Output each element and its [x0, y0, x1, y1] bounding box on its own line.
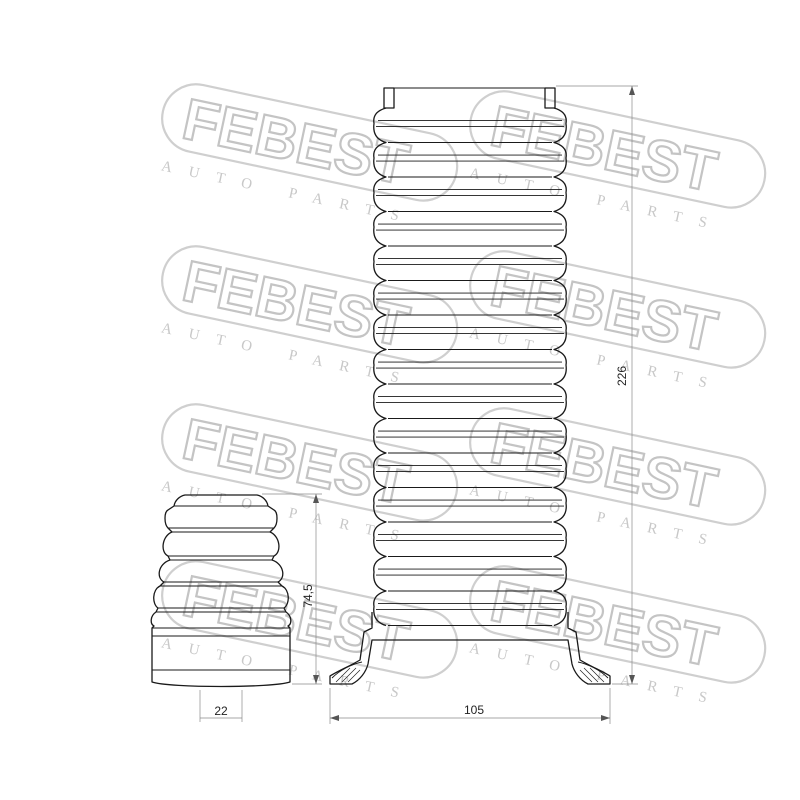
dimension-arrow — [330, 715, 339, 721]
bump-stop-height-label: 74,5 — [301, 584, 315, 608]
dust-boot-outline — [373, 107, 567, 627]
watermark: FEBEST AUTO PARTS — [468, 565, 767, 710]
bump-stop-diameter-label: 22 — [214, 704, 228, 718]
dust-boot-bottom-flange — [329, 612, 611, 685]
flange-seal — [331, 661, 363, 679]
watermark: FEBEST AUTO PARTS — [160, 403, 459, 548]
dimension-arrow — [313, 675, 319, 684]
watermark: FEBEST AUTO PARTS — [160, 245, 459, 390]
dimension-arrow — [629, 675, 635, 684]
watermark: FEBEST AUTO PARTS — [160, 560, 459, 705]
bump-stop-outline — [150, 494, 292, 688]
flange-hatch — [335, 667, 605, 683]
flange-seal — [577, 661, 609, 679]
bump-stop-drawing: 74,5 22 — [150, 493, 322, 722]
watermark-layer: FEBEST AUTO PARTS FEBEST AUTO PARTS FEBE… — [160, 83, 767, 710]
dust-boot-width-label: 105 — [464, 703, 484, 717]
dust-boot-drawing: 226 105 — [329, 85, 638, 724]
dust-boot-height-label: 226 — [615, 366, 629, 386]
dimension-arrow — [601, 715, 610, 721]
dimension-arrow — [313, 494, 319, 503]
dust-boot-top-collar — [383, 87, 556, 109]
dimension-arrow — [629, 86, 635, 95]
dust-boot-folds — [376, 120, 564, 626]
watermark: FEBEST AUTO PARTS — [468, 90, 767, 235]
watermark: FEBEST AUTO PARTS — [160, 83, 459, 228]
